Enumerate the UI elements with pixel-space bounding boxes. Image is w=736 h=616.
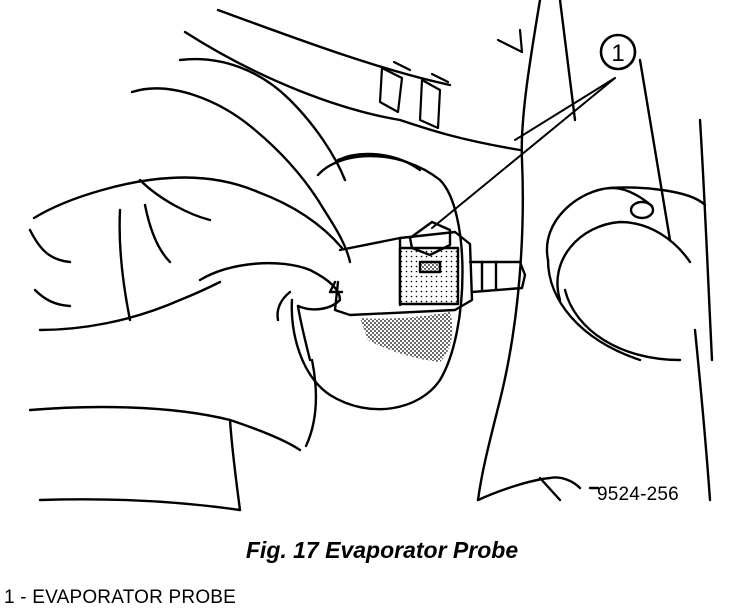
- housing-lower-edge: [476, 476, 600, 502]
- blower-motor-mount: [545, 186, 707, 362]
- line-drawing: 1: [28, 0, 714, 512]
- vent-slots: [378, 28, 524, 130]
- probe-connector: [328, 220, 474, 317]
- figure-caption: Fig. 17 Evaporator Probe: [245, 537, 519, 563]
- opening-shadow: [360, 312, 453, 362]
- evaporator-probe-illustration: 1: [28, 0, 714, 512]
- legend-item: 1 - EVAPORATOR PROBE: [4, 587, 237, 608]
- figure-part-number: 9524-256: [597, 484, 679, 505]
- technician-hand: [28, 57, 352, 512]
- figure-legend: 1 - EVAPORATOR PROBE: [4, 587, 236, 609]
- probe-tube: [468, 260, 527, 294]
- callout-number: 1: [611, 40, 624, 67]
- heater-housing-panel: [183, 0, 714, 502]
- callout-leader-lines: [431, 77, 616, 229]
- callout-1: 1: [599, 33, 637, 71]
